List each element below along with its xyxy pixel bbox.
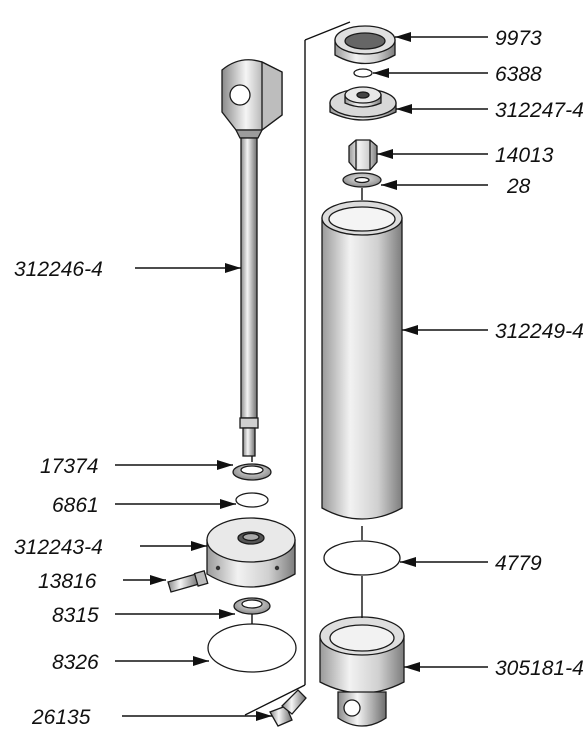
fitting-13816 — [167, 570, 209, 593]
label-312246-4: 312246-4 — [14, 258, 103, 281]
center-axis-lines — [251, 188, 363, 624]
rod-clevis — [221, 59, 283, 139]
seal-8315 — [233, 597, 271, 615]
label-4779: 4779 — [495, 552, 542, 575]
oring-4779 — [323, 540, 401, 576]
ring-6388 — [353, 68, 373, 78]
oring-8326 — [207, 623, 297, 673]
label-6861: 6861 — [52, 494, 99, 517]
elbow-26135 — [269, 689, 307, 727]
piston-312247 — [329, 86, 397, 121]
label-13816: 13816 — [38, 570, 97, 593]
label-305181-4: 305181-4 — [495, 657, 584, 680]
nut-14013 — [348, 139, 378, 171]
label-14013: 14013 — [495, 144, 554, 167]
barrel-312249 — [321, 200, 403, 520]
label-9973: 9973 — [495, 27, 542, 50]
label-8326: 8326 — [52, 651, 99, 674]
label-312243-4: 312243-4 — [14, 536, 103, 559]
label-26135: 26135 — [31, 706, 91, 729]
label-312249-4: 312249-4 — [495, 320, 584, 343]
piston-rod — [239, 137, 259, 457]
seal-17374 — [232, 463, 272, 481]
base-305181 — [319, 616, 405, 727]
assembly-frame — [244, 21, 351, 716]
callout-lines — [115, 32, 488, 721]
label-28: 28 — [506, 175, 531, 198]
label-6388: 6388 — [495, 63, 542, 86]
washer-28 — [342, 172, 382, 188]
label-312247-4: 312247-4 — [495, 99, 584, 122]
label-8315: 8315 — [52, 604, 99, 627]
oring-6861 — [235, 492, 269, 508]
label-17374: 17374 — [40, 455, 98, 478]
wiper-9973 — [334, 25, 396, 65]
gland-312243 — [206, 517, 296, 588]
